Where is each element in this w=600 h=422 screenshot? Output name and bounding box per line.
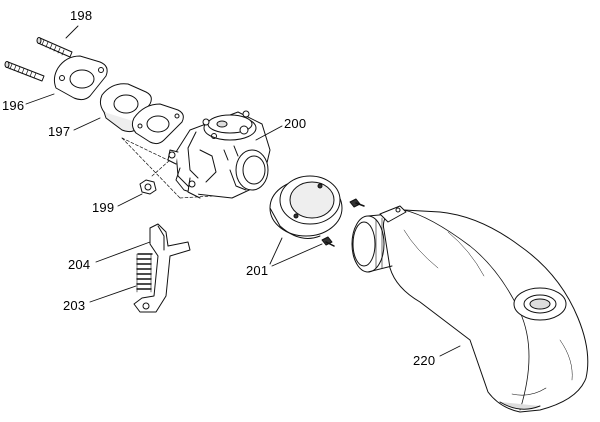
leader-201a bbox=[269, 237, 283, 265]
stud-upper bbox=[36, 37, 73, 58]
callout-197: 197 bbox=[48, 124, 71, 139]
adapter-201 bbox=[269, 175, 343, 239]
leader-203 bbox=[89, 285, 137, 303]
stud-lower bbox=[4, 61, 45, 82]
alignment-lines bbox=[121, 137, 213, 199]
leader-199 bbox=[117, 193, 143, 207]
screw-upper bbox=[349, 198, 365, 208]
callout-199: 199 bbox=[92, 200, 115, 215]
callout-201: 201 bbox=[246, 263, 269, 278]
leader-200 bbox=[255, 125, 283, 141]
leader-196 bbox=[25, 93, 55, 105]
callout-196: 196 bbox=[2, 98, 25, 113]
airbox-220 bbox=[351, 205, 589, 413]
stud-bolts bbox=[4, 37, 73, 82]
nut-199 bbox=[139, 179, 157, 195]
leader-201b bbox=[271, 243, 323, 267]
carburetor-200 bbox=[167, 110, 271, 199]
gasket-196 bbox=[53, 55, 108, 101]
gasket-197 bbox=[131, 103, 184, 145]
screw-lower bbox=[321, 236, 335, 247]
leader-198 bbox=[65, 25, 79, 39]
leader-204 bbox=[95, 241, 151, 263]
bracket-204 bbox=[133, 223, 191, 313]
callout-203: 203 bbox=[63, 298, 86, 313]
callout-200: 200 bbox=[284, 116, 307, 131]
leader-197 bbox=[73, 117, 101, 131]
callout-220: 220 bbox=[413, 353, 436, 368]
callout-198: 198 bbox=[70, 8, 93, 23]
leader-220 bbox=[439, 345, 461, 357]
spring-203 bbox=[136, 253, 153, 293]
leader-lines bbox=[25, 25, 461, 357]
spacer-197 bbox=[99, 83, 152, 133]
callout-204: 204 bbox=[68, 257, 91, 272]
